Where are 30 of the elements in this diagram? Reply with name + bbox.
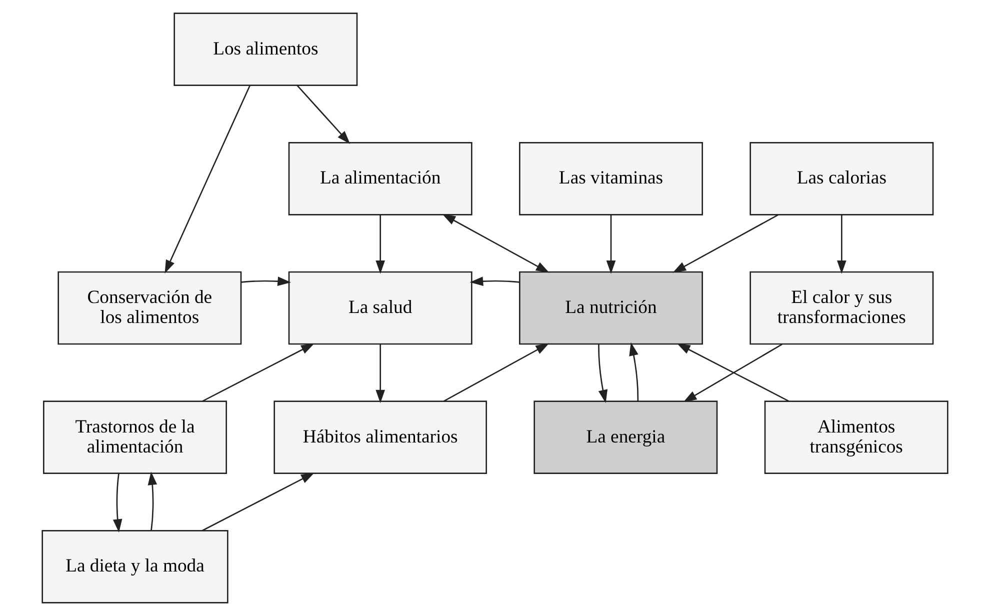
node-box: La nutrición bbox=[519, 271, 703, 345]
arrow bbox=[376, 214, 385, 274]
arrow bbox=[112, 474, 122, 532]
arrow bbox=[442, 214, 550, 273]
arrow bbox=[202, 343, 314, 402]
node-box: La alimentación bbox=[288, 142, 472, 216]
arrow bbox=[443, 343, 550, 402]
arrow bbox=[598, 344, 608, 404]
arrow bbox=[470, 276, 520, 286]
arrow bbox=[837, 214, 846, 274]
node-box: Los alimentos bbox=[174, 12, 358, 86]
node-box: Trastornos de la alimentación bbox=[43, 400, 227, 474]
node-box: Alimentos transgénicos bbox=[764, 400, 948, 474]
arrow bbox=[241, 276, 291, 286]
arrow bbox=[296, 85, 350, 144]
arrow bbox=[672, 214, 778, 273]
arrow bbox=[606, 214, 616, 274]
arrow bbox=[629, 342, 639, 402]
node-box: La salud bbox=[288, 271, 472, 345]
node-box: La energia bbox=[534, 400, 718, 474]
node-box: La dieta y la moda bbox=[42, 530, 228, 604]
node-box: Las calorias bbox=[750, 142, 934, 216]
arrow bbox=[148, 472, 158, 531]
arrow bbox=[202, 472, 314, 532]
arrow bbox=[376, 344, 385, 404]
arrow bbox=[164, 85, 250, 274]
node-box: Las vitaminas bbox=[519, 142, 703, 216]
node-box: El calor y sus transformaciones bbox=[750, 271, 934, 345]
node-box: Hábitos alimentarios bbox=[274, 400, 487, 474]
node-box: Conservación de los alimentos bbox=[58, 271, 242, 345]
